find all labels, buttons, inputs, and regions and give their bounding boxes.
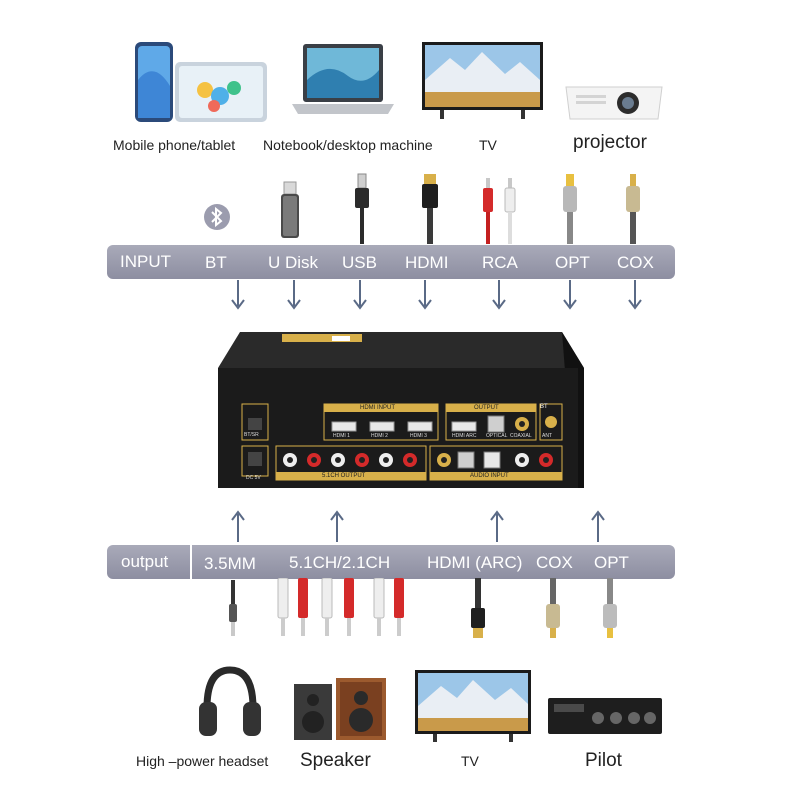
coaxial-cable-image-top	[621, 172, 645, 244]
device-output-label: OUTPUT	[474, 405, 499, 411]
output-item-cox: COX	[536, 553, 573, 572]
audio-decoder-device	[212, 328, 588, 492]
output-bar	[107, 545, 675, 579]
phone-tablet-image	[130, 40, 270, 125]
notebook-image	[288, 40, 398, 125]
input-item-hdmi: HDMI	[405, 253, 449, 272]
device-optical: OPTICAL	[486, 433, 508, 439]
down-arrow-icon	[562, 280, 578, 310]
device-dc-label: DC 5V	[246, 475, 261, 481]
output-item-hdmi-arc: HDMI (ARC)	[427, 553, 523, 572]
optical-cable-image-bottom	[600, 578, 620, 640]
device-hdmi-arc: HDMI ARC	[452, 433, 477, 439]
headset-image	[195, 664, 265, 742]
label-pilot: Pilot	[585, 750, 622, 771]
label-mobile-tablet: Mobile phone/tablet	[113, 137, 236, 153]
down-arrow-icon	[230, 280, 246, 310]
output-item-35mm: 3.5MM	[204, 554, 256, 573]
up-arrow-icon	[230, 510, 246, 542]
up-arrow-icon	[329, 510, 345, 542]
output-item-51ch: 5.1CH/2.1CH	[289, 553, 391, 572]
label-projector: projector	[573, 132, 647, 153]
usb-cable-image	[350, 172, 374, 244]
amplifier-image	[546, 694, 664, 738]
input-item-cox: COX	[617, 253, 654, 272]
device-hdmi2: HDMI 2	[371, 433, 388, 439]
device-bt-label: BT	[540, 404, 548, 410]
down-arrow-icon	[627, 280, 643, 310]
device-hdmi-input-label: HDMI INPUT	[360, 405, 395, 411]
input-item-usb: USB	[342, 253, 377, 272]
up-arrow-icon	[590, 510, 606, 542]
down-arrow-icon	[286, 280, 302, 310]
label-tv-top: TV	[479, 137, 497, 153]
projector-image	[562, 75, 667, 125]
down-arrow-icon	[491, 280, 507, 310]
device-ant: ANT	[542, 433, 552, 439]
device-channel-output-label: 5.1CH OUTPUT	[322, 473, 366, 479]
label-speaker: Speaker	[300, 750, 371, 771]
input-bar-title: INPUT	[120, 252, 171, 271]
device-audio-input-label: AUDIO INPUT	[470, 473, 509, 479]
output-bar-title: output	[121, 552, 169, 571]
bluetooth-icon	[203, 203, 231, 231]
label-notebook: Notebook/desktop machine	[263, 137, 433, 153]
hdmi-cable-image-top	[418, 172, 442, 244]
tv-image-top	[420, 40, 545, 122]
coaxial-cable-image-bottom	[543, 578, 563, 640]
rca-cable-image-top	[478, 176, 522, 244]
device-hdmi1: HDMI 1	[333, 433, 350, 439]
input-item-udisk: U Disk	[268, 253, 319, 272]
input-item-bt: BT	[205, 253, 227, 272]
rca-cables-image-bottom	[270, 578, 410, 640]
input-bar	[107, 245, 675, 279]
device-coaxial: COAXIAL	[510, 433, 532, 439]
output-item-opt: OPT	[594, 553, 629, 572]
label-tv-bottom: TV	[461, 753, 479, 769]
optical-cable-image-top	[558, 172, 582, 244]
usb-drive-image	[278, 180, 302, 240]
down-arrow-icon	[352, 280, 368, 310]
input-item-rca: RCA	[482, 253, 518, 272]
label-headset: High –power headset	[136, 753, 269, 769]
tv-image-bottom	[413, 668, 533, 744]
jack-35mm-image	[226, 580, 240, 638]
output-bar-divider	[190, 545, 192, 579]
down-arrow-icon	[417, 280, 433, 310]
up-arrow-icon	[489, 510, 505, 542]
hdmi-cable-image-bottom	[468, 578, 488, 640]
input-item-opt: OPT	[555, 253, 590, 272]
device-hdmi3: HDMI 3	[410, 433, 427, 439]
device-bt-mode-label: BT/SR	[244, 432, 259, 438]
speaker-image	[292, 676, 390, 742]
